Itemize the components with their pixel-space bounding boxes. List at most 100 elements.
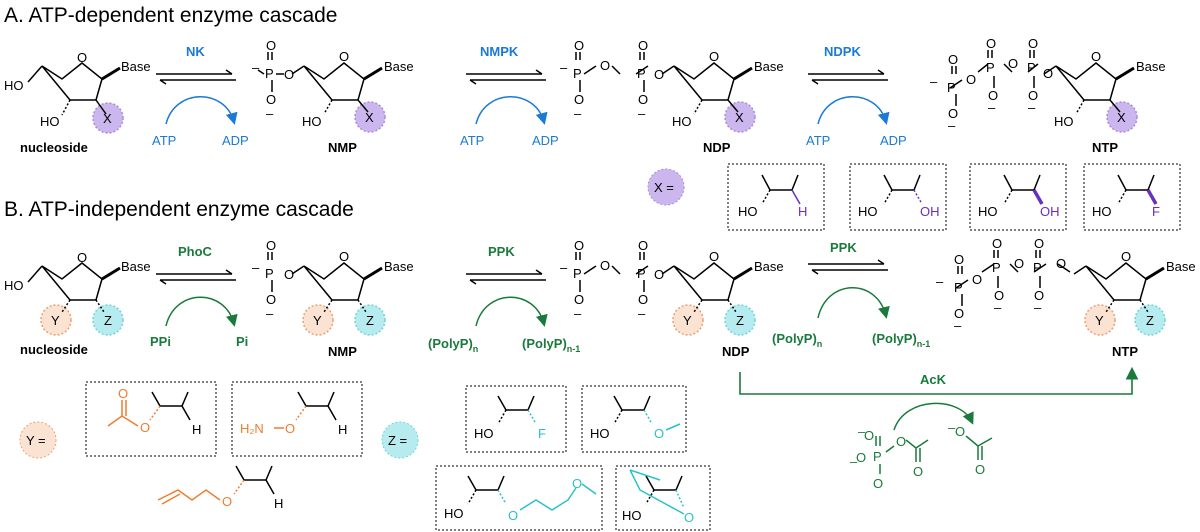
atom-o: O [654, 267, 664, 282]
nmp-a-structure [257, 52, 386, 133]
atom-o: O [988, 88, 998, 103]
atom-minus: – [252, 60, 260, 75]
atom-o: O [864, 428, 874, 443]
cofactor-arc [817, 96, 890, 125]
atom-o: O [954, 306, 964, 321]
x-option-oh-down: HO OH [849, 163, 947, 231]
atom-p: P [873, 449, 882, 464]
atom-x: X [1117, 110, 1126, 125]
atom-o: O [266, 238, 276, 253]
polyp-out-text: (PolyP) [522, 336, 567, 351]
atom-z: Z [1146, 313, 1154, 328]
atom-z: Z [366, 313, 374, 328]
z-option-fluoro: HO F [465, 385, 567, 453]
atom-o: O [1028, 88, 1038, 103]
atom-o: O [975, 462, 985, 477]
enzyme-label: NDPK [824, 44, 861, 59]
atom-o: O [684, 510, 694, 525]
cofactor-out-label: ADP [880, 133, 907, 148]
atom-o: O [574, 92, 584, 107]
reaction-arrow-ppk-2 [808, 259, 888, 275]
atom-x: X [103, 111, 112, 126]
atom-o: O [654, 426, 664, 441]
x-option-h: HO H [727, 163, 825, 231]
z-substituent-highlight [92, 304, 124, 336]
atom-o: O [972, 272, 982, 287]
atom-minus: – [850, 454, 858, 469]
z-substituent-highlight [354, 304, 386, 336]
atom-o: O [1028, 36, 1038, 51]
atom-o: O [574, 292, 584, 307]
polyp-in-text: (PolyP) [428, 336, 473, 351]
atom-o: O [1056, 256, 1066, 271]
z-option-bridged: HO O [615, 465, 711, 531]
atom-p: P [265, 66, 274, 81]
atom-o: O [600, 258, 610, 273]
atom-o: O [140, 420, 150, 435]
atom-o: O [339, 249, 349, 264]
cofactor-arc [165, 96, 238, 125]
x-key-badge [647, 168, 685, 206]
section-a-title: A. ATP-dependent enzyme cascade [4, 4, 337, 27]
atom-base: Base [121, 259, 151, 274]
ndp-a-structure [575, 52, 756, 133]
z-option-methoxyethoxy: HO O O [435, 465, 603, 531]
atom-h: H [798, 204, 807, 219]
atom-o: O [992, 236, 1002, 251]
atom-o: O [913, 464, 923, 479]
ack-cofactor-arc [893, 402, 974, 431]
atom-minus: – [638, 106, 646, 121]
z-option-methoxy: HO O [581, 385, 687, 453]
atom-minus: – [930, 74, 938, 89]
compound-label-nucleoside: nucleoside [20, 342, 88, 357]
atom-o: O [118, 386, 128, 401]
atom-ho: HO [858, 204, 878, 219]
atom-o: O [896, 434, 906, 449]
polyp-in-sub: n [473, 344, 479, 354]
atom-y: Y [683, 313, 692, 328]
y-substituent-highlight [40, 304, 72, 336]
y-substituent-highlight [1084, 304, 1116, 336]
polyp-out-sub: n-1 [567, 344, 581, 354]
cofactor-arc [475, 296, 548, 327]
polyp-out-label: (PolyP)n-1 [522, 336, 580, 354]
atom-base: Base [384, 259, 414, 274]
atom-p: P [954, 280, 963, 295]
atom-ho: HO [672, 114, 692, 129]
nucleoside-b-structure [27, 262, 124, 336]
atom-h: H [338, 422, 347, 437]
polyp-in-text: (PolyP) [772, 331, 817, 346]
atom-f: F [538, 426, 546, 441]
atom-minus: – [1028, 100, 1036, 115]
atom-o: O [1043, 66, 1053, 81]
compound-label-ntp: NTP [1112, 344, 1138, 359]
atom-o: O [285, 421, 295, 436]
cofactor-arc [817, 287, 890, 319]
atom-o: O [574, 238, 584, 253]
ndp-b-structure [575, 252, 756, 336]
atom-o: O [1034, 236, 1044, 251]
polyp-out-text: (PolyP) [872, 331, 917, 346]
atom-ho: HO [4, 278, 24, 293]
enzyme-label: AcK [920, 372, 947, 387]
atom-o: O [948, 52, 958, 67]
atom-o: O [284, 67, 294, 82]
atom-minus: – [858, 424, 866, 439]
y-substituent-highlight [302, 304, 334, 336]
atom-minus: – [936, 274, 944, 289]
atom-o: O [873, 476, 883, 491]
atom-base: Base [1166, 259, 1196, 274]
x-substituent-highlight [1106, 101, 1138, 133]
atom-o: O [954, 252, 964, 267]
y-option-acetyl: O O H [85, 381, 217, 457]
atom-minus: – [560, 60, 568, 75]
atom-p: P [637, 66, 646, 81]
atom-p: P [573, 66, 582, 81]
atom-o: O [856, 450, 866, 465]
x-key-label: X = [654, 180, 674, 195]
atom-h: H [192, 422, 201, 437]
atom-p: P [947, 80, 956, 95]
atom-ho: HO [444, 506, 464, 521]
atom-minus: – [638, 306, 646, 321]
